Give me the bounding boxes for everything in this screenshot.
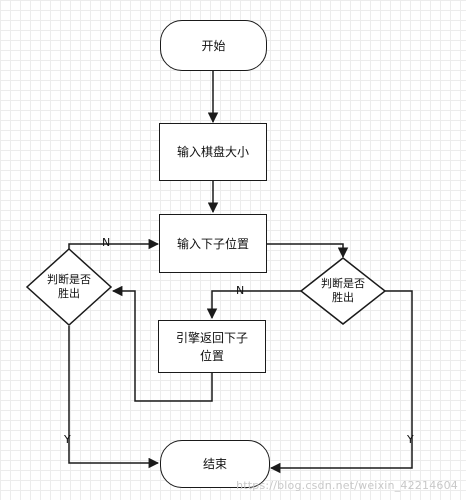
check-win-left-label: 判断是否胜出 bbox=[47, 273, 91, 300]
edge-label-no-left: N bbox=[102, 236, 111, 249]
input-board-size-process: 输入棋盘大小 bbox=[159, 123, 267, 181]
start-label: 开始 bbox=[201, 38, 226, 53]
edge-input-move-to-right-decision bbox=[267, 243, 349, 259]
edge-right-decision-yes-to-end bbox=[269, 290, 413, 474]
engine-return-move-process: 引擎返回下子位置 bbox=[158, 320, 266, 373]
edge-right-decision-no-to-engine bbox=[206, 290, 302, 320]
decision-diamond-left bbox=[25, 247, 113, 327]
check-win-right-label: 判断是否胜出 bbox=[321, 277, 365, 304]
edge-engine-to-left-decision bbox=[111, 285, 213, 402]
watermark: https://blog.csdn.net/weixin_42214604 bbox=[236, 479, 458, 492]
edge-label-no-right: N bbox=[236, 284, 245, 297]
edge-label-yes-left: Y bbox=[64, 433, 71, 446]
input-move-label: 输入下子位置 bbox=[176, 236, 249, 251]
edge-label-yes-right: Y bbox=[407, 433, 414, 446]
edge-left-decision-no-to-input-move bbox=[68, 238, 160, 250]
end-terminal: 结束 bbox=[160, 440, 270, 488]
decision-diamond-right bbox=[299, 257, 387, 325]
input-board-size-label: 输入棋盘大小 bbox=[176, 145, 249, 159]
edge-left-decision-yes-to-end bbox=[68, 326, 160, 469]
input-move-process: 输入下子位置 bbox=[159, 214, 267, 273]
engine-return-move-label: 引擎返回下子位置 bbox=[175, 330, 248, 363]
end-label: 结束 bbox=[202, 457, 227, 471]
start-terminal: 开始 bbox=[160, 20, 267, 71]
